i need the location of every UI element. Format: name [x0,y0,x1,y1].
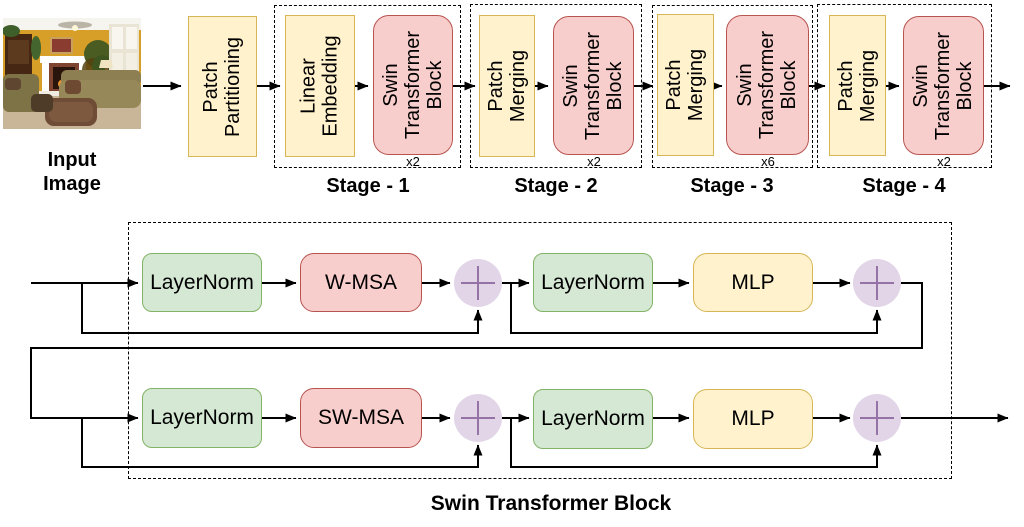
swin-block-box-stage4: Swin Transformer Block [903,16,984,155]
patch-partitioning-box: Patch Partitioning [188,16,257,157]
layernorm2-box: LayerNorm [533,253,653,312]
add-node-4 [853,394,901,442]
wire-row1-to-row2 [30,282,923,423]
wmsa-box: W-MSA [300,253,422,312]
patch-merging-box-stage2: Patch Merging [479,15,535,157]
plus-icon [876,266,878,300]
layernorm3-label: LayerNorm [150,406,254,429]
block-detail-caption: Swin Transformer Block [430,492,672,515]
stage-4-label: Stage - 4 [862,175,946,197]
sofas [3,70,141,126]
skip-row1-mlp [510,283,882,334]
input-image-label: Input Image [43,149,101,196]
mlp1-label: MLP [731,270,775,294]
stage4-multiplier: x2 [937,154,951,169]
plant-on-armoire [3,25,20,37]
layernorm2-label: LayerNorm [541,270,645,294]
layernorm3-box: LayerNorm [142,388,262,448]
swin-block-box-stage2: Swin Transformer Block [553,16,634,155]
skip-row2-swmsa [81,418,483,468]
swmsa-box: SW-MSA [300,388,422,448]
stage1-multiplier: x2 [406,154,420,169]
mlp2-label: MLP [731,407,775,430]
swin-block-box-stage1: Swin Transformer Block [373,15,453,155]
swin-block-label-stage4: Swin Transformer Block [910,31,977,140]
swmsa-label: SW-MSA [318,406,404,429]
mlp1-box: MLP [693,253,813,312]
patch-merging-box-stage3: Patch Merging [657,14,714,156]
swin-block-box-stage3: Swin Transformer Block [726,15,809,155]
plus-icon [876,401,878,435]
add-node-1 [454,259,502,307]
plus-icon [477,266,479,300]
patch-merging-box-stage4: Patch Merging [829,15,886,156]
mlp2-box: MLP [693,389,813,449]
patch-partitioning-label: Patch Partitioning [200,36,245,137]
wmsa-label: W-MSA [325,270,397,294]
stage-2-label: Stage - 2 [514,175,598,197]
patch-merging-label-stage3: Patch Merging [663,48,708,122]
patch-merging-label-stage2: Patch Merging [485,49,530,123]
layernorm4-label: LayerNorm [541,407,645,430]
stage-1-label: Stage - 1 [326,175,410,197]
stage3-multiplier: x6 [761,154,775,169]
swin-block-label-stage1: Swin Transformer Block [380,30,447,140]
patch-merging-label-stage4: Patch Merging [835,49,880,122]
stage-3-label: Stage - 3 [690,175,774,197]
layernorm4-box: LayerNorm [533,389,653,449]
skip-row2-mlp [510,418,882,468]
add-node-3 [454,394,502,442]
swin-block-detail-container [128,222,952,479]
input-image-photo [3,18,141,129]
swin-block-label-stage3: Swin Transformer Block [734,30,801,140]
skip-row1-wmsa [81,283,483,334]
add-node-2 [853,259,901,307]
plus-icon [477,401,479,435]
linear-embedding-label: Linear Embedding [298,35,342,137]
linear-embedding-box: Linear Embedding [285,15,355,157]
stage2-multiplier: x2 [587,154,601,169]
layernorm1-label: LayerNorm [150,270,254,294]
layernorm1-box: LayerNorm [142,253,262,312]
swin-block-label-stage2: Swin Transformer Block [560,31,627,140]
